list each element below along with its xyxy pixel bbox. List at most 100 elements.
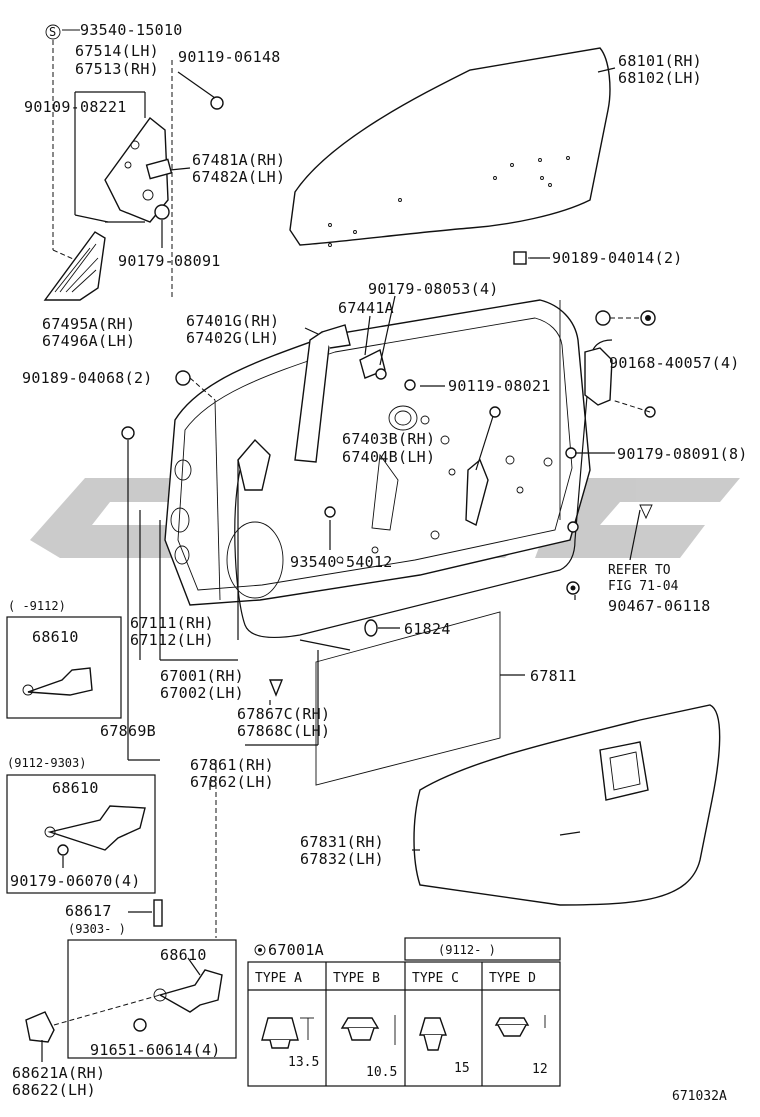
door-check-68610-c [158,969,223,1013]
label-diagram-number: 671032A [672,1089,727,1104]
clip-upper-right [595,310,611,326]
inset-box-b [6,774,156,894]
trim-handle-bezel [599,741,649,801]
door-check-68610-b [47,805,146,851]
label-67482A: 67482A(LH) [192,168,285,186]
window-regulator-67403B [465,458,489,527]
label-68617: 68617 [65,902,112,920]
label-fig-71-04: FIG 71-04 [608,579,679,594]
inset-c-part: 68610 [160,946,207,964]
clip-93540-54012 [324,506,336,518]
type-c-header: TYPE C [412,971,459,986]
label-61824: 61824 [404,620,451,638]
type-d-dim: 12 [532,1062,548,1077]
type-a-dim: 13.5 [288,1055,319,1070]
pin-68617 [153,899,163,927]
screw-90119-06148 [210,96,224,110]
cushion-67481A [145,158,173,180]
label-68102: 68102(LH) [618,69,702,87]
label-67867C: 67867C(RH) [237,705,330,723]
label-68621A: 68621A(RH) [12,1064,105,1082]
plug-61824 [364,619,378,637]
label-90179-08091-8: 90179-08091(8) [617,445,748,463]
label-67861: 67861(RH) [190,756,274,774]
label-90189-04014: 90189-04014(2) [552,249,683,267]
label-90119-06148: 90119-06148 [178,48,281,66]
part-labels: 93540-15010 67514(LH) 67513(RH) 90119-06… [10,21,748,1104]
door-check-68610-a [27,667,93,696]
nut-90179-08091-8 [565,447,577,459]
inset-b-part: 68610 [52,779,99,797]
label-67481A: 67481A(RH) [192,151,285,169]
label-67831: 67831(RH) [300,833,384,851]
clip-90189-04014 [513,251,527,265]
label-67514: 67514(LH) [75,42,159,60]
type-c-dim: 15 [454,1061,470,1076]
type-a-header: TYPE A [255,971,302,986]
nut-90179-08091 [154,204,170,220]
inset-box-c [67,939,237,1059]
standard-mark-icon: S [45,24,61,40]
type-table-range: (9112- ) [438,943,496,957]
label-67441A: 67441A [338,299,394,317]
trim-strip-67111 [237,438,271,491]
label-67868C: 67868C(LH) [237,722,330,740]
label-67832: 67832(LH) [300,850,384,868]
label-67513: 67513(RH) [75,60,159,78]
inset-a-part: 68610 [32,628,79,646]
label-67111: 67111(RH) [130,614,214,632]
label-68101: 68101(RH) [618,52,702,70]
type-table [247,937,561,1087]
cover-67495A [43,231,106,301]
inset-labels: ( -9112) 68610 (9112-9303) 68610 (9303- … [7,599,207,964]
inset-b-range: (9112-9303) [7,756,86,770]
inset-a-range: ( -9112) [8,599,66,613]
label-67495A: 67495A(RH) [42,315,135,333]
label-67401G: 67401G(RH) [186,312,279,330]
service-hole-cover-67811 [315,611,501,786]
label-67862: 67862(LH) [190,773,274,791]
label-90179-08053: 90179-08053(4) [368,280,499,298]
label-67001: 67001(RH) [160,667,244,685]
label-67402G: 67402G(LH) [186,329,279,347]
type-b-dim: 10.5 [366,1065,397,1080]
nut-lower-right [567,521,579,533]
inset-c-range: (9303- ) [68,922,126,936]
label-refer-to: REFER TO [608,563,671,578]
label-67811: 67811 [530,667,577,685]
door-glass-68101 [289,47,611,246]
mirror-bracket-67513 [104,116,169,223]
clip-refer-fig [639,504,653,520]
label-67112: 67112(LH) [130,631,214,649]
clip-left-door-edge [121,426,135,440]
label-67496A: 67496A(LH) [42,332,135,350]
standard-mark-letter: S [49,25,56,39]
label-90109-08221: 90109-08221 [24,98,127,116]
hinge-cover-68621A [25,1011,55,1043]
label-67869B: 67869B [100,722,156,740]
type-table-text: 67001A (9112- ) TYPE A TYPE B TYPE C TYP… [255,941,548,1080]
door-trim-panel-67831 [413,704,721,906]
type-d-header: TYPE D [489,971,536,986]
label-91651-60614: 91651-60614(4) [90,1041,221,1059]
label-93540-54012: 93540-54012 [290,553,393,571]
label-90119-08021: 90119-08021 [448,377,551,395]
type-table-title: 67001A [268,941,324,959]
label-90189-04068: 90189-04068(2) [22,369,153,387]
type-b-header: TYPE B [333,971,380,986]
clip-90189-04068 [175,370,191,386]
clip-67867C [268,679,284,697]
label-90179-06070: 90179-06070(4) [10,872,141,890]
label-93540-15010: 93540-15010 [80,21,183,39]
label-90168-40057: 90168-40057(4) [609,354,740,372]
hinge-bracket-right [584,347,613,406]
screw-90119-08021 [404,379,416,391]
inset-box-a [6,616,122,719]
label-68622: 68622(LH) [12,1081,96,1099]
label-67403B: 67403B(RH) [342,430,435,448]
label-67002: 67002(LH) [160,684,244,702]
nut-90179-08053 [375,368,387,380]
label-90179-08091: 90179-08091 [118,252,221,270]
